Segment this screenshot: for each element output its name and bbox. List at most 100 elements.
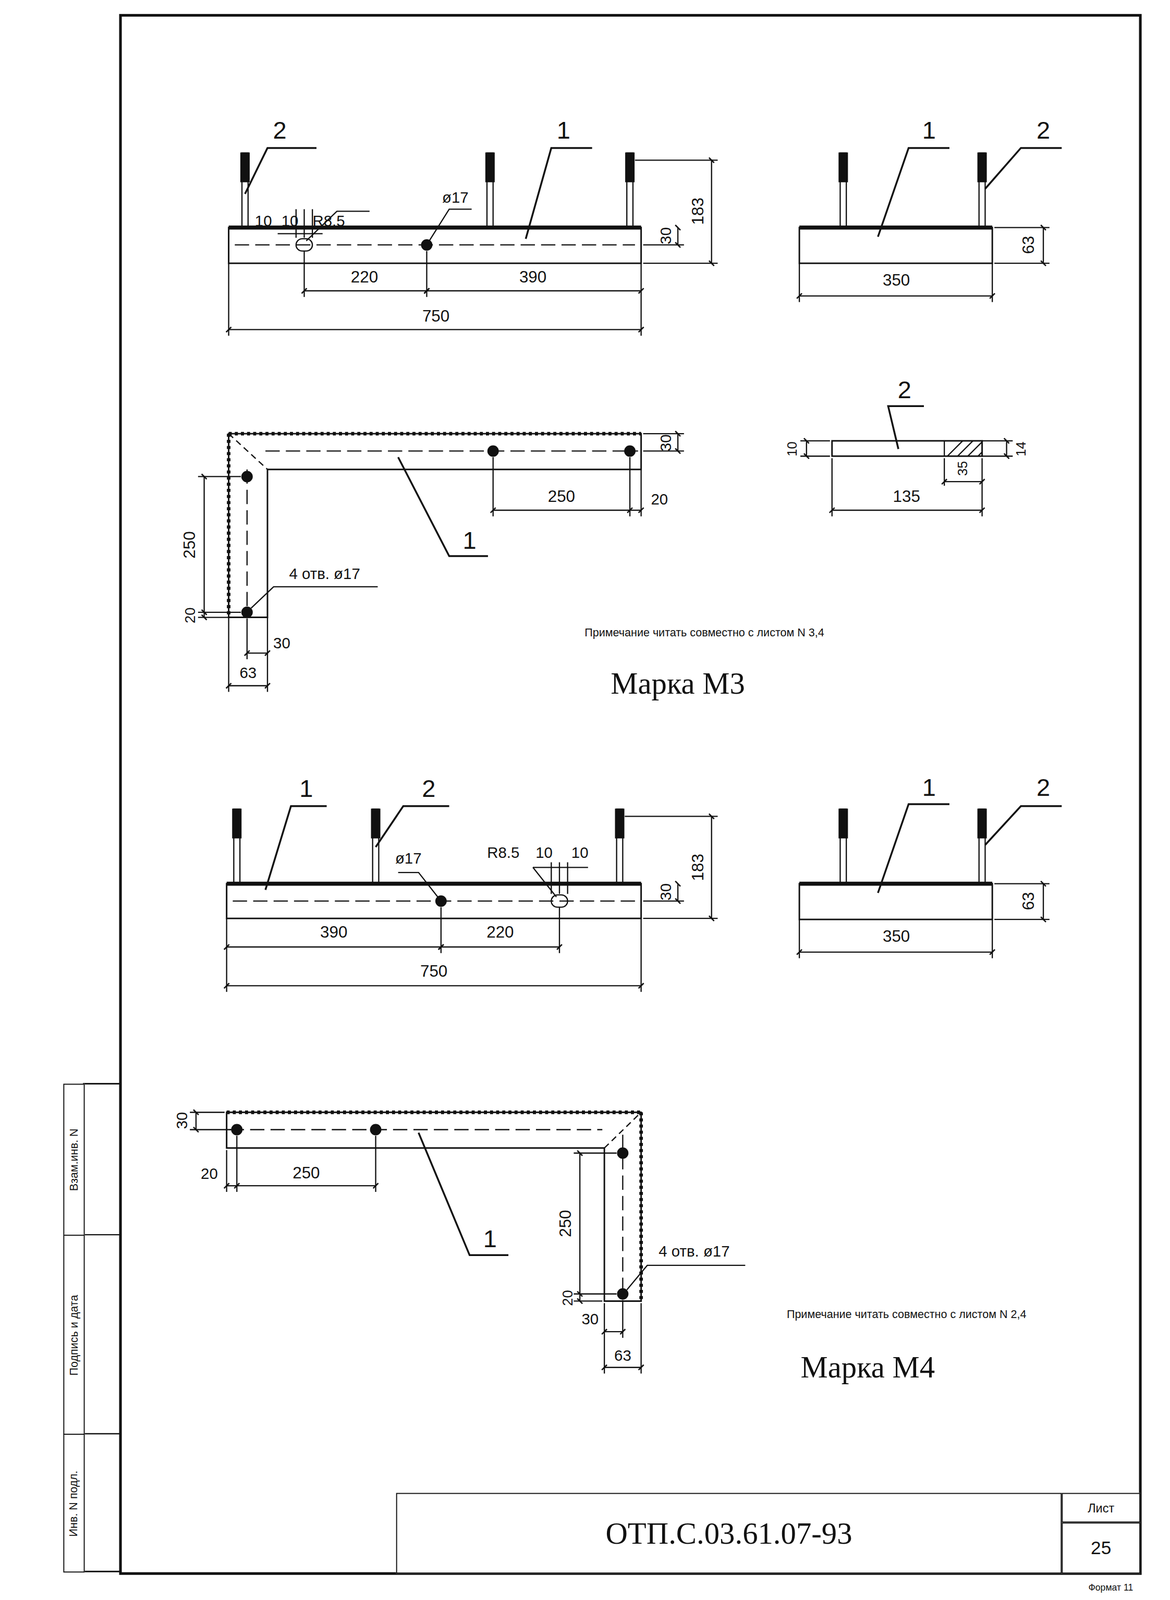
m4-elevation-line — [440, 907, 442, 954]
m4-elevation-line — [226, 946, 442, 948]
m3-elevation-line — [525, 148, 592, 239]
m3-side-view — [799, 148, 1062, 303]
dimension: 30 — [272, 635, 292, 651]
m4-elevation-line — [643, 918, 718, 920]
m4-plan-line — [579, 1153, 581, 1295]
m4-plan-line — [226, 1185, 238, 1187]
m3-side-view-line — [799, 225, 993, 230]
m4-side-view-line — [799, 884, 993, 921]
dimension: 183 — [690, 852, 707, 883]
m3-plan-line — [493, 509, 630, 511]
m3-side-view-line — [878, 148, 950, 237]
m4-elevation-line — [226, 985, 642, 987]
m3-plan-line — [624, 446, 636, 457]
m4-side-view-line — [799, 952, 993, 954]
dimension: 63 — [1020, 891, 1038, 912]
m3-plan-line — [266, 617, 268, 693]
m3-plan-line — [629, 457, 631, 517]
m4-plan-line — [374, 1136, 376, 1193]
dimension: 390 — [319, 924, 349, 942]
hole-note: 4 отв. ø17 — [288, 566, 362, 582]
mark-title: Марка М3 — [609, 668, 747, 700]
m4-side-view-line — [799, 882, 993, 887]
dimension: 250 — [546, 489, 577, 506]
m4-elevation-line — [375, 806, 450, 848]
dimension: 10 — [253, 212, 274, 228]
part-2-detail-line — [981, 458, 983, 517]
m3-side-view-line — [984, 148, 1062, 189]
format-note: Формат 11 — [1087, 1583, 1135, 1594]
dimension: 14 — [1014, 440, 1028, 458]
m4-elevation-line — [532, 867, 557, 898]
dimension: 20 — [199, 1166, 219, 1182]
m3-elevation-line — [234, 244, 636, 246]
m3-elevation-line — [625, 153, 635, 182]
m4-elevation-line — [265, 806, 327, 891]
m4-plan-line — [640, 1303, 642, 1374]
m4-elevation-line — [558, 907, 560, 954]
radius-note: R8.5 — [485, 844, 521, 860]
dimension: 20 — [560, 1289, 575, 1308]
m3-elevation-line — [635, 159, 718, 161]
m4-elevation-line — [624, 815, 718, 818]
m3-side-view-line — [1042, 227, 1044, 264]
node-text: Инв. N подл. — [68, 1470, 80, 1538]
m3-side-view-line — [799, 295, 993, 297]
dimension: 390 — [518, 269, 548, 286]
m3-plan — [198, 433, 685, 692]
sheet-label-cell: Лист — [1061, 1493, 1141, 1524]
m4-plan-line — [573, 1300, 603, 1302]
title-block: ОТП.С.03.61.07-93 — [396, 1493, 1063, 1575]
m4-plan-line — [370, 1125, 382, 1136]
m4-plan-line — [579, 1294, 581, 1302]
m4-side-view-line — [984, 806, 1062, 846]
m4-side-view-line — [994, 883, 1050, 885]
dimension: 63 — [238, 665, 258, 681]
m3-plan-line — [247, 652, 268, 654]
m3-plan-line — [265, 450, 639, 452]
mark-title: Марка М4 — [799, 1352, 936, 1384]
stamp-cell: Подпись и дата — [63, 1235, 85, 1436]
m4-elevation-line — [551, 895, 568, 908]
callout-number: 2 — [896, 377, 913, 402]
node-text: Подпись и дата — [68, 1295, 80, 1376]
node-text: 25 — [1090, 1539, 1112, 1558]
dimension: 250 — [557, 1209, 574, 1239]
part-2-detail-line — [944, 481, 982, 483]
m3-plan-line — [398, 457, 489, 557]
m4-plan-line — [604, 1367, 641, 1369]
m4-elevation-line — [441, 946, 560, 948]
m3-plan-line — [241, 471, 253, 483]
callout-number: 1 — [298, 776, 314, 802]
m4-plan — [189, 1112, 746, 1374]
dimension: 135 — [892, 489, 922, 506]
m3-elevation-line — [640, 263, 642, 336]
m4-elevation-line — [371, 809, 381, 839]
dimension: 350 — [881, 929, 911, 946]
m3-side-view-line — [838, 153, 848, 182]
m3-plan-line — [488, 446, 499, 457]
m3-plan-line — [629, 509, 642, 511]
m3-plan-line — [198, 616, 229, 618]
m3-elevation-line — [306, 211, 370, 241]
dimension: 30 — [174, 1111, 190, 1131]
dimension: 20 — [650, 491, 670, 507]
m4-plan-line — [226, 1112, 642, 1302]
callout-number: 1 — [555, 118, 572, 143]
dimension: 750 — [421, 308, 451, 325]
part-2-detail-line — [832, 509, 983, 511]
m4-plan-line — [418, 1132, 509, 1256]
dimension: 10 — [785, 440, 799, 458]
m3-plan-line — [227, 617, 229, 693]
m4-plan-line — [226, 1111, 642, 1115]
frame-line — [83, 1083, 121, 1572]
hole-note: ø17 — [441, 189, 470, 205]
m4-elevation-line — [615, 809, 625, 839]
part-2-detail-line — [1005, 441, 1007, 457]
dimension: 20 — [182, 606, 197, 625]
m4-elevation-line — [226, 882, 642, 887]
m3-elevation-line — [711, 160, 713, 264]
callout-number: 1 — [921, 775, 937, 801]
part-2-detail-line — [943, 441, 945, 457]
m3-elevation-line — [240, 153, 250, 182]
